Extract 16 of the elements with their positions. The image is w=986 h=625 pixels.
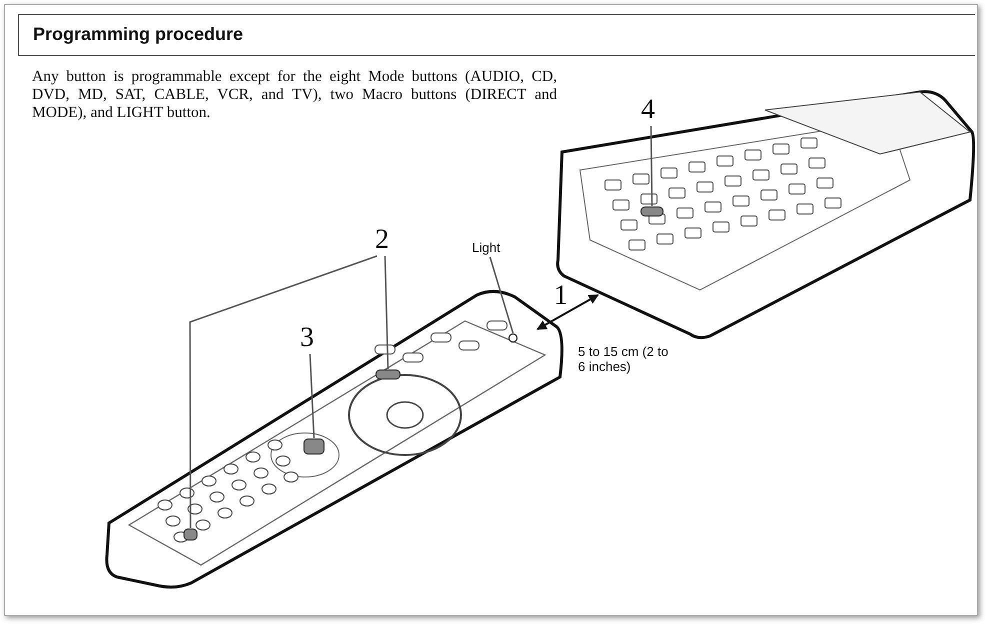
highlighted-button <box>640 206 664 217</box>
callout-number: 4 <box>641 96 661 126</box>
callout-number: 2 <box>375 226 395 256</box>
leader-line <box>309 354 315 438</box>
section-heading: Programming procedure <box>33 24 244 45</box>
double-arrow <box>536 294 599 330</box>
instruction-paragraph: Any button is programmable except for the eight Mode buttons (AUDIO, CD, DVD, MD, SAT, CABLE, VCR, and TV), two Macro buttons (DIRECT and MODE), and LIGHT button. <box>32 68 557 122</box>
highlighted-button <box>183 528 198 541</box>
callout-label: Light <box>472 241 508 257</box>
indicator-light <box>508 333 518 343</box>
distance-note: 5 to 15 cm (2 to 6 inches) <box>578 345 670 375</box>
highlighted-button <box>375 369 401 380</box>
leader-line <box>650 126 653 206</box>
highlighted-button <box>303 438 325 455</box>
leader-line <box>489 256 514 334</box>
callout-number: 3 <box>300 324 320 354</box>
